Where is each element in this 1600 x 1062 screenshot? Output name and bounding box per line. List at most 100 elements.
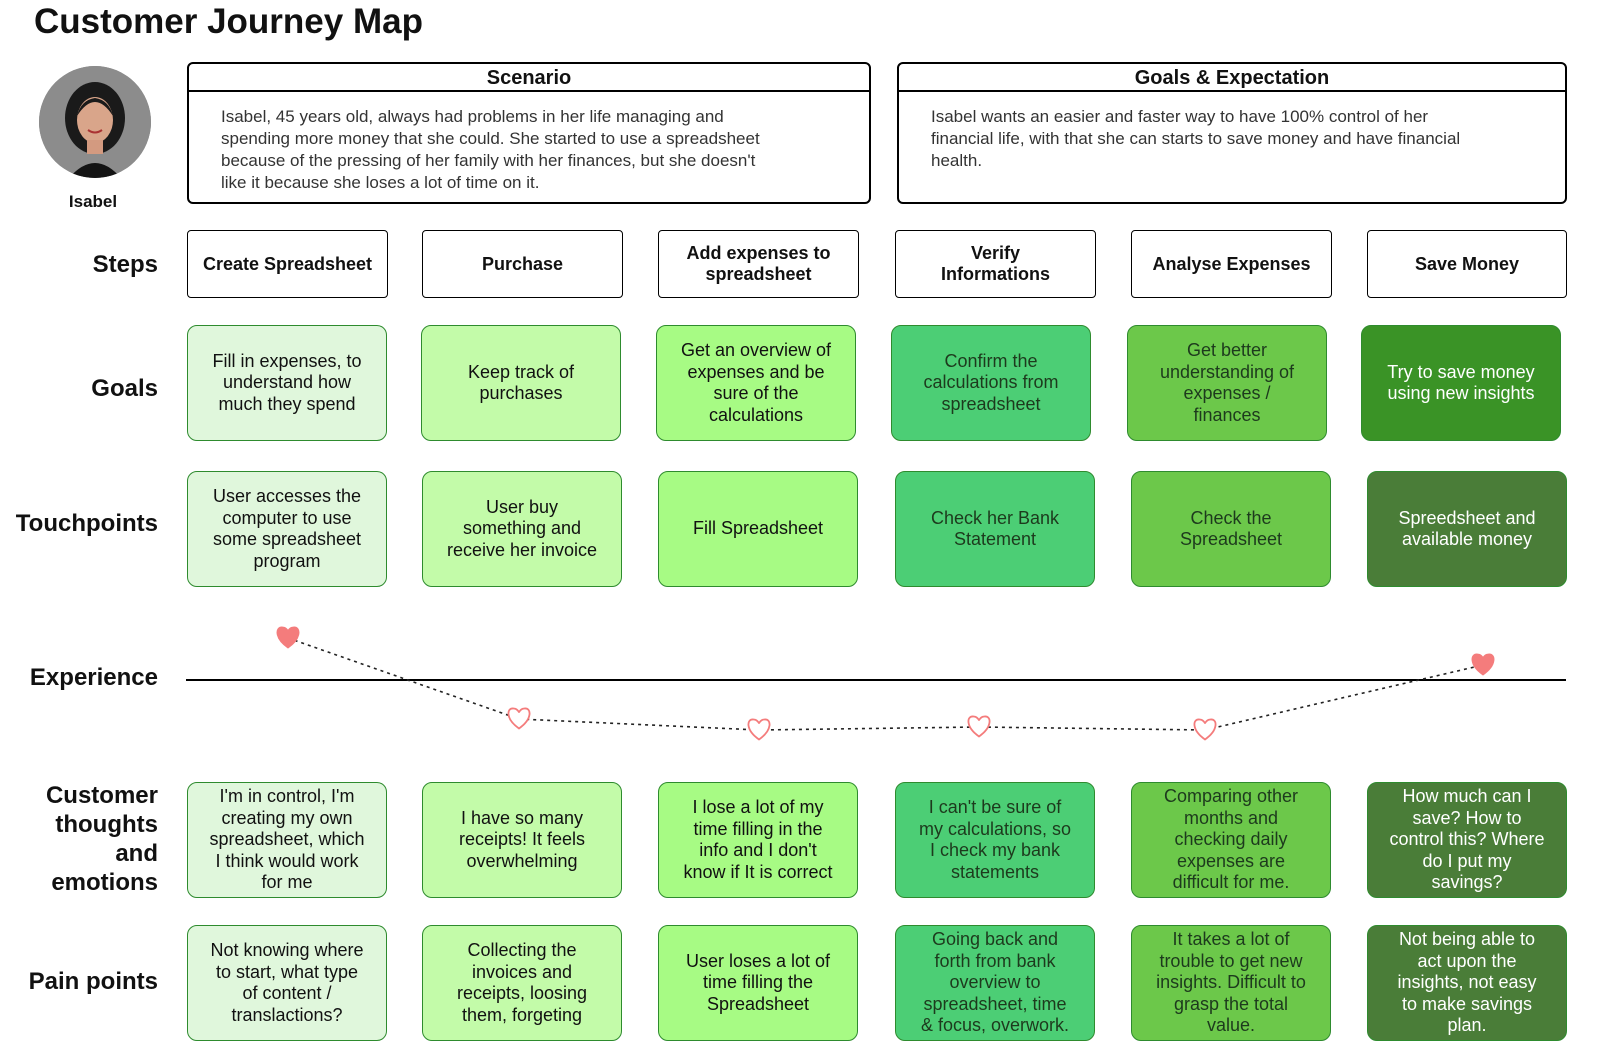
goals-expectation-line: Isabel wants an easier and faster way to…	[931, 107, 1429, 126]
heart-filled-icon	[276, 626, 300, 649]
row-label-thoughts: Customer thoughts and emotions	[46, 781, 158, 897]
touchpoint-card-line: receive her invoice	[446, 539, 598, 560]
goals-expectation-heading: Goals & Expectation	[899, 64, 1565, 92]
step-box: Create Spreadsheet	[187, 230, 388, 298]
scenario-panel: Scenario Isabel, 45 years old, always ha…	[187, 62, 871, 204]
thought-card-line: I think would work	[215, 850, 359, 871]
step-line: spreadsheet	[705, 264, 812, 284]
thought-card-line: creating my own	[221, 807, 353, 828]
thought-card-line: How much can I	[1402, 786, 1532, 807]
scenario-heading: Scenario	[189, 64, 869, 92]
step-line: Informations	[940, 264, 1050, 284]
thought-card-line: savings?	[1431, 872, 1503, 893]
thought-card-line: expenses are	[1176, 850, 1286, 871]
persona-name: Isabel	[68, 192, 118, 211]
goal-card-line: calculations	[708, 404, 804, 425]
page-title: Customer Journey Map	[34, 2, 423, 41]
pain-point-card-line: grasp the total	[1173, 993, 1289, 1014]
touchpoint-card-line: Check the	[1190, 507, 1272, 528]
thought-card-line: statements	[950, 861, 1040, 882]
goal-card-line: using new insights	[1387, 383, 1535, 403]
step-box: Analyse Expenses	[1131, 230, 1332, 298]
pain-point-card-line: invoices and	[471, 961, 573, 982]
heart-outline-icon	[1193, 718, 1217, 741]
touchpoint-card-line: User buy	[485, 496, 558, 517]
thought-card-line: do I put my	[1422, 850, 1512, 871]
touchpoint-card-line: Spreadsheet	[1179, 529, 1283, 549]
heart-filled-icon	[1471, 653, 1495, 676]
thought-card-line: Comparing other	[1163, 786, 1299, 807]
touchpoint-card-line: Fill Spreadsheet	[692, 518, 824, 539]
scenario-line: because of the pressing of her family wi…	[221, 151, 756, 170]
touchpoint-card-line: something and	[462, 518, 582, 539]
step-box: Save Money	[1367, 230, 1567, 298]
goal-card-line: purchases	[479, 383, 563, 403]
thought-card-line: I lose a lot of my	[692, 797, 824, 817]
pain-point-card-line: User loses a lot of	[685, 950, 831, 971]
goal-card-line: sure of the	[713, 383, 799, 403]
persona-photo	[39, 66, 151, 178]
goal-card-line: Confirm the	[944, 350, 1038, 371]
step-line: Purchase	[481, 253, 564, 274]
goals-expectation-line: financial life, with that she can starts…	[931, 129, 1461, 148]
thought-card-line: info and I don't	[699, 840, 817, 860]
pain-point-card-line: spreadsheet, time	[923, 993, 1067, 1014]
heart-outline-icon	[747, 718, 771, 741]
goal-card-line: expenses /	[1183, 383, 1271, 403]
scenario-line: spending more money that she could. She …	[221, 129, 760, 148]
row-label-thoughts-line: and	[115, 840, 158, 867]
goals-expectation-line: health.	[931, 151, 983, 170]
step-line: Add expenses to	[686, 243, 831, 263]
goals-expectation-panel: Goals & Expectation Isabel wants an easi…	[897, 62, 1567, 204]
thought-card-line: difficult for me.	[1172, 872, 1290, 893]
touchpoint-card-line: Statement	[953, 529, 1037, 549]
row-label-thoughts-line: thoughts	[55, 811, 158, 838]
row-label-pain-points: Pain points	[28, 968, 158, 995]
thought-card-line: know if It is correct	[683, 861, 833, 882]
touchpoint-card-line: User accesses the	[212, 486, 362, 506]
thought-card-line: I check my bank	[929, 840, 1061, 860]
pain-point-card-line: insights. Difficult to	[1156, 972, 1306, 993]
pain-point-card-line: time filling the	[702, 972, 814, 993]
step-line: Create Spreadsheet	[202, 253, 373, 274]
pain-point-card-line: forth from bank	[934, 950, 1056, 971]
step-line: Verify	[970, 243, 1021, 263]
scenario-line: like it because she loses a lot of time …	[221, 173, 540, 192]
thought-card-line: months and	[1183, 807, 1279, 828]
pain-point-card-line: insights, not easy	[1397, 972, 1537, 993]
pain-point-card-line: translactions?	[231, 1004, 343, 1025]
goal-card-line: Get better	[1186, 340, 1268, 360]
pain-point-card-line: Going back and	[931, 929, 1059, 950]
pain-point-card-line: & focus, overwork.	[920, 1015, 1070, 1036]
